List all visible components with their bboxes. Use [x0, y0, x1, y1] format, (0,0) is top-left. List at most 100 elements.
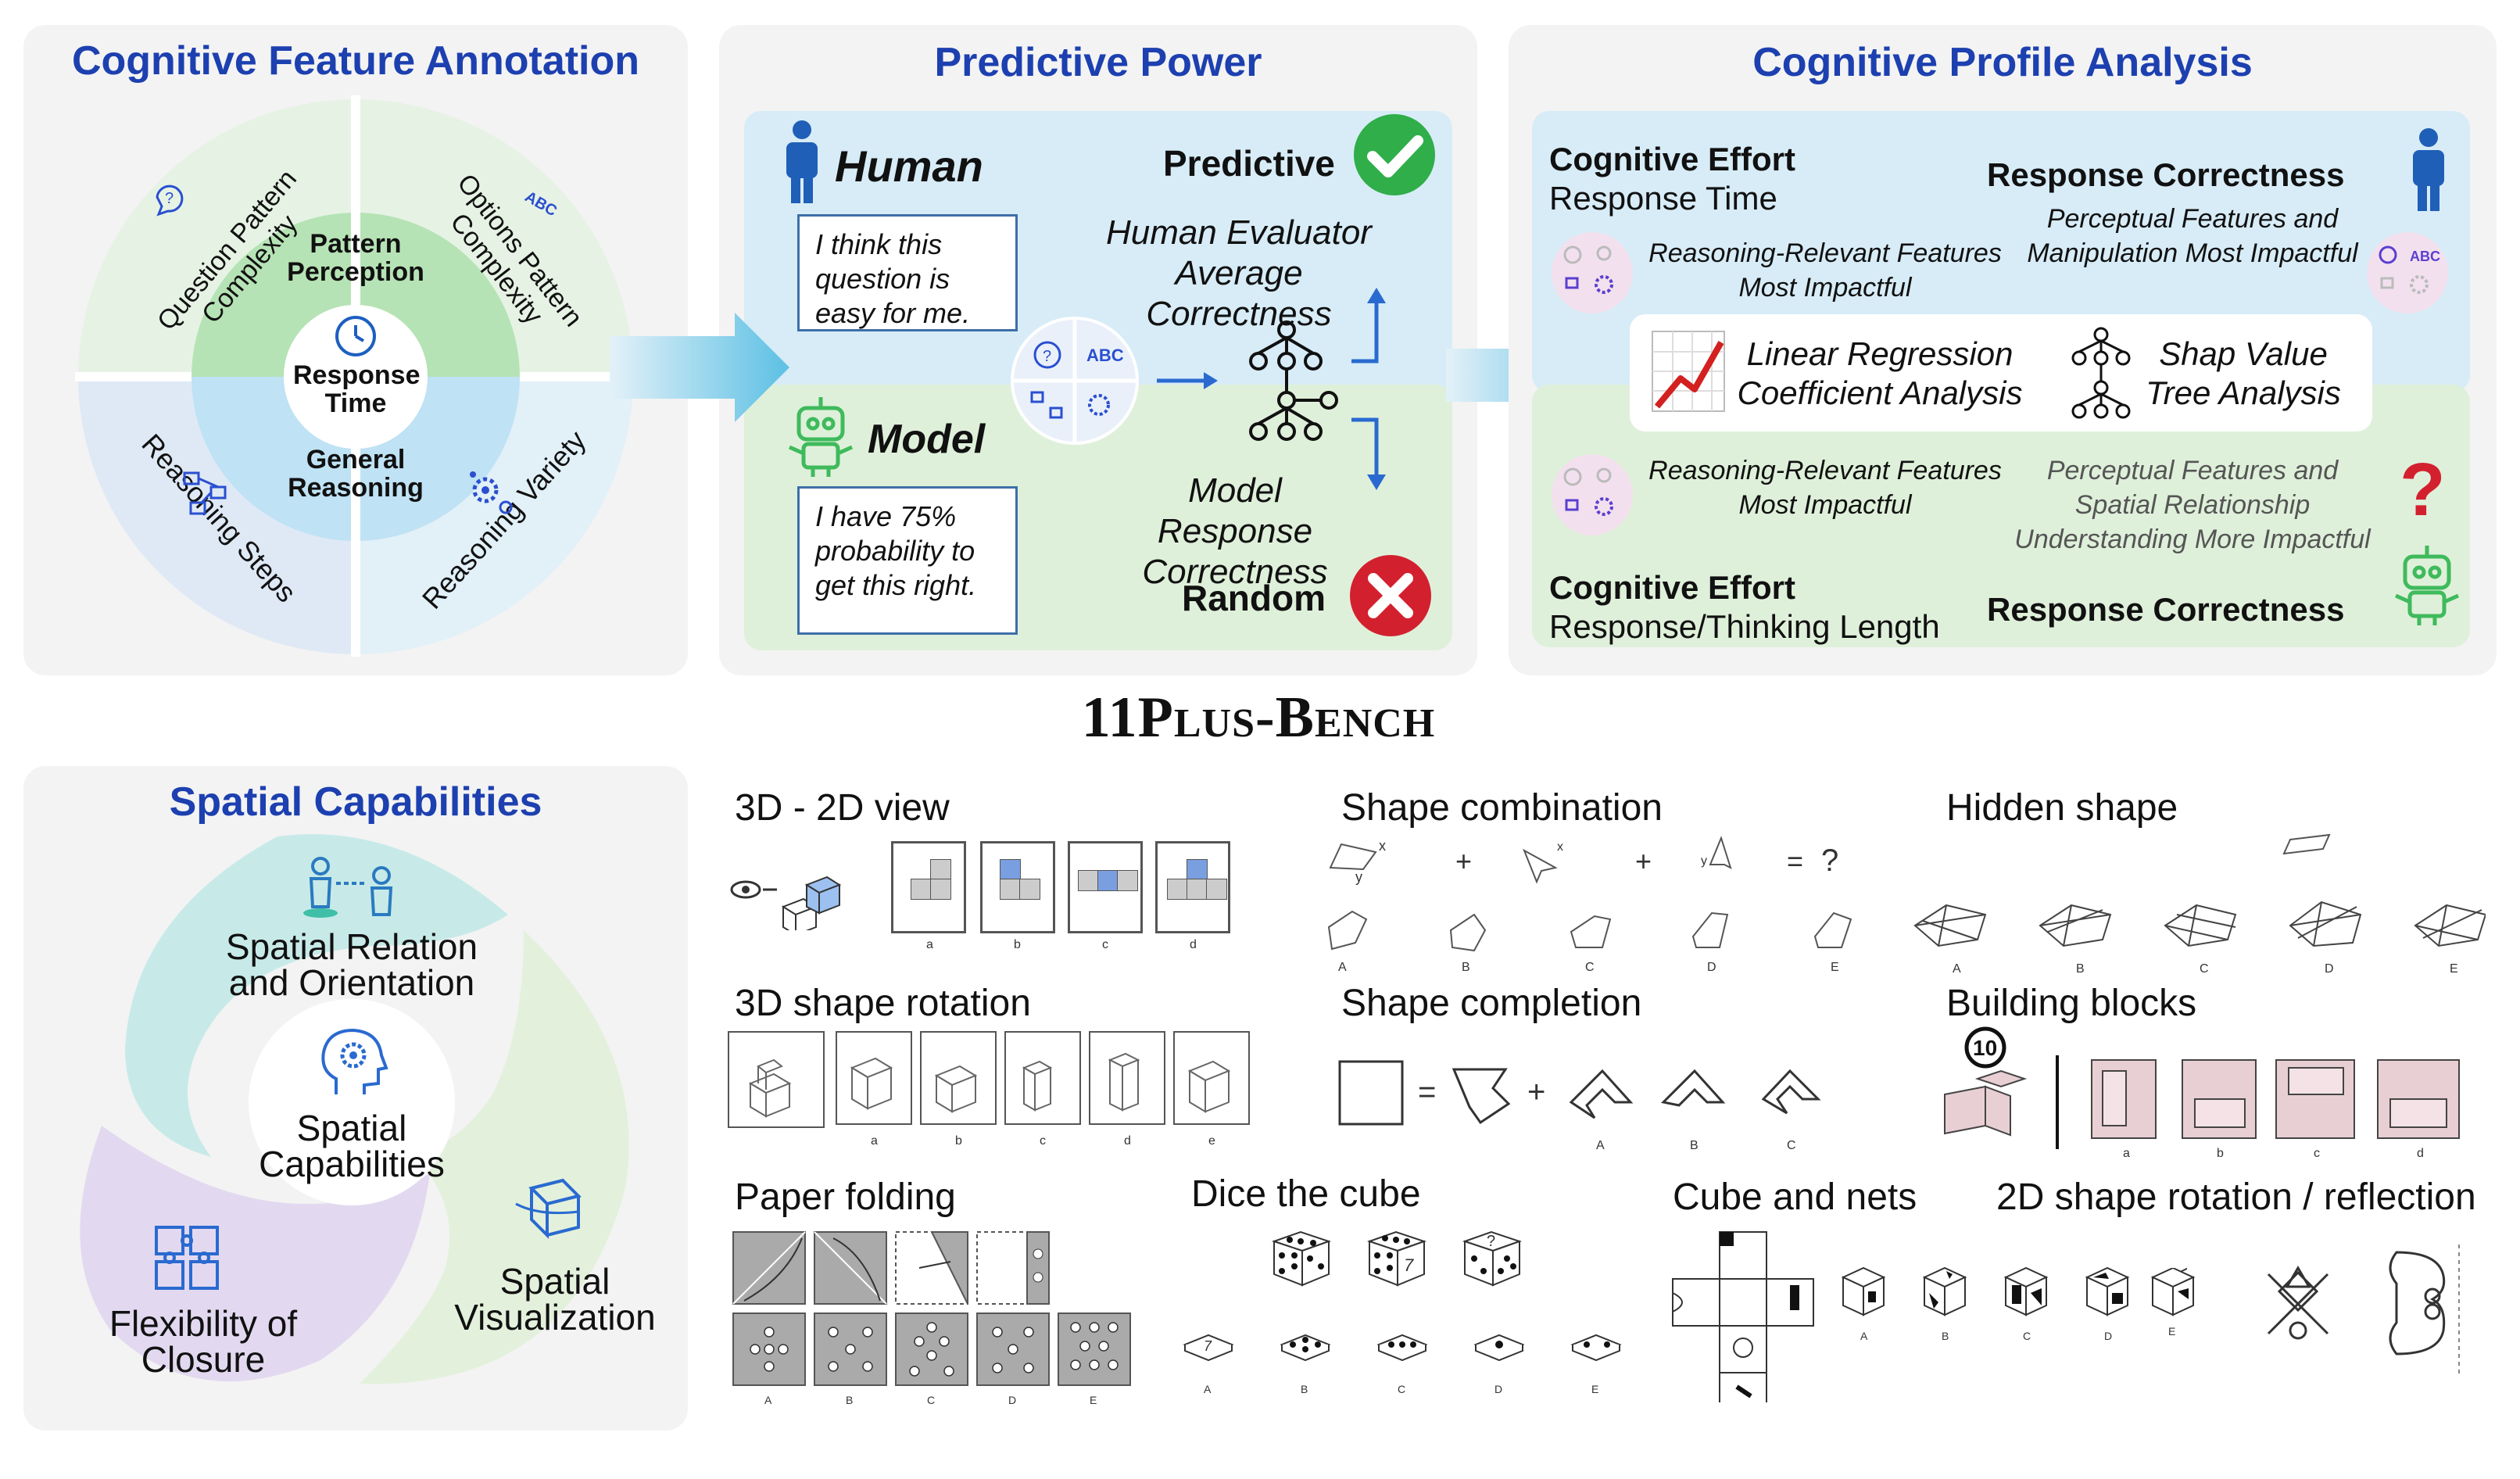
combo-option-label: C	[1585, 961, 1595, 974]
nets-option-label: D	[2104, 1330, 2112, 1342]
shap-tree-icon	[2071, 327, 2131, 419]
annotation-wheel	[75, 95, 636, 657]
model-effort-sub: Response/Thinking Length	[1549, 608, 1940, 645]
view-option-label: a	[926, 938, 933, 951]
connector-arrow-1	[610, 313, 789, 422]
model-effort-label: Cognitive Effort	[1549, 569, 1795, 606]
tree-icon	[1249, 321, 1338, 441]
human-icon	[786, 120, 818, 203]
hidden-option-label: D	[2325, 962, 2334, 976]
task-shape-comp-title: Shape completion	[1341, 983, 1642, 1024]
dice-option-label: C	[1398, 1383, 1405, 1395]
lr-text: Linear Regression Coefficient Analysis	[1737, 335, 2023, 411]
inner-pattern-perception: Pattern Perception	[287, 229, 424, 287]
model-label: Model	[868, 417, 986, 462]
task-rot3d-title: 3D shape rotation	[735, 983, 1031, 1024]
question-mark-icon: ?	[2400, 448, 2446, 532]
blocks-option-label: b	[2217, 1147, 2224, 1160]
arrow-up-icon	[1351, 288, 1386, 363]
flowchart-icon	[183, 471, 227, 515]
question-bubble-icon: ?	[156, 184, 184, 217]
nets-option-label: B	[1942, 1330, 1949, 1342]
head-gear-icon	[321, 1028, 388, 1094]
combo-question: ?	[1821, 843, 1838, 878]
task-3d2d-title: 3D - 2D view	[735, 787, 950, 829]
nets-extra-cube: E	[2150, 1268, 2196, 1338]
rot3d-option-label: c	[1040, 1134, 1046, 1148]
task-shape-comb-title: Shape combination	[1341, 787, 1663, 829]
comp-option-label: C	[1787, 1139, 1796, 1152]
dice-option-label: A	[1204, 1383, 1212, 1395]
spatial-panel: Spatial Capabilities Spatial Relation an…	[23, 766, 688, 1431]
cube-icon	[515, 1178, 582, 1239]
line-chart-icon	[1652, 331, 1725, 412]
combo-equals: =	[1787, 845, 1803, 877]
predictive-title: Predictive Power	[934, 40, 1262, 85]
task-paper-title: Paper folding	[735, 1176, 956, 1218]
model-bubble: I have 75% probability to get this right…	[797, 486, 1018, 635]
human-correct-label: Response Correctness	[1987, 156, 2345, 193]
dice-option-label: E	[1591, 1383, 1598, 1395]
feature-cluster-icon: ? ABC	[1011, 317, 1139, 445]
task-rot2d-title: 2D shape rotation / reflection	[1996, 1176, 2476, 1218]
bench-title: 11Plus-Bench	[1081, 686, 1436, 750]
view-option-card[interactable]	[1068, 841, 1143, 933]
hidden-option-label: E	[2450, 962, 2458, 976]
rot3d-option-label: d	[1124, 1134, 1131, 1148]
human-reason-text: Reasoning-Relevant Features Most Impactf…	[1648, 238, 2002, 303]
dice-seven: 7	[1404, 1255, 1414, 1275]
clock-icon	[335, 316, 376, 356]
human-percept-features-icon: ABC	[2367, 232, 2448, 313]
blocks-option-label: d	[2417, 1147, 2424, 1160]
svg-text:?: ?	[1043, 348, 1051, 365]
profile-title: Cognitive Profile Analysis	[1752, 40, 2253, 85]
svg-text:ABC: ABC	[1086, 346, 1124, 365]
dice-option-label: D	[1494, 1383, 1502, 1395]
view-option-label: c	[1102, 938, 1108, 951]
model-resp-text: Model Response Correctness	[1142, 471, 1328, 591]
rot3d-option-label: a	[871, 1134, 878, 1148]
paper-option-label: D	[1008, 1394, 1016, 1406]
gear-network-icon	[470, 471, 513, 514]
combo-option-label: A	[1338, 961, 1347, 974]
rot3d-figure: a b c d e	[728, 1031, 1250, 1148]
dice-option-label: B	[1301, 1383, 1308, 1395]
combo-plus: +	[1635, 845, 1652, 877]
hidden-option-label: C	[2200, 962, 2209, 976]
view-option-card[interactable]	[1155, 841, 1230, 933]
model-percept-text: Perceptual Features and Spatial Relation…	[2014, 456, 2371, 554]
comp-option-label: B	[1690, 1139, 1698, 1152]
view-option-card[interactable]	[980, 841, 1055, 933]
combo-plus: +	[1455, 845, 1472, 877]
paper-option-label: A	[764, 1394, 772, 1406]
blocks-option-label: a	[2123, 1147, 2130, 1160]
nets-option-label: C	[2023, 1330, 2031, 1342]
predictive-panel: Predictive Power Human I think this ques…	[719, 25, 1477, 675]
model-reason-text: Reasoning-Relevant Features Most Impactf…	[1648, 456, 2002, 520]
shape-comb-figure: x y x y + + = ? A B C D E	[1327, 836, 1852, 974]
annotation-title: Cognitive Feature Annotation	[71, 38, 640, 84]
paper-folding-figure: A B C D E	[732, 1231, 1131, 1406]
spatial-center-label: Spatial Capabilities	[259, 1108, 445, 1184]
rot3d-option-label: e	[1208, 1134, 1215, 1148]
hidden-option-label: B	[2076, 962, 2085, 976]
svg-text:ABC: ABC	[2410, 249, 2440, 264]
human-effort-label: Cognitive Effort	[1549, 141, 1795, 177]
puzzle-icon	[155, 1226, 219, 1290]
combo-x-label: x	[1557, 840, 1563, 854]
dice-seven: 7	[1204, 1338, 1212, 1354]
combo-y-label: y	[1701, 854, 1707, 868]
human-percept-text: Perceptual Features and Manipulation Mos…	[2027, 204, 2358, 268]
people-arrow-icon	[303, 857, 393, 918]
robot-icon	[788, 397, 854, 477]
nets-option-label: A	[1860, 1330, 1868, 1342]
combo-option-label: E	[1831, 961, 1839, 974]
human-bubble: I think this question is easy for me.	[797, 214, 1018, 331]
task-dice-title: Dice the cube	[1191, 1173, 1421, 1215]
spatial-title: Spatial Capabilities	[169, 779, 542, 825]
analysis-box	[1630, 314, 2372, 432]
view-option-card[interactable]	[891, 841, 966, 933]
comp-equals: =	[1418, 1075, 1436, 1109]
comp-plus: +	[1527, 1075, 1545, 1109]
task-blocks-title: Building blocks	[1946, 983, 2197, 1024]
